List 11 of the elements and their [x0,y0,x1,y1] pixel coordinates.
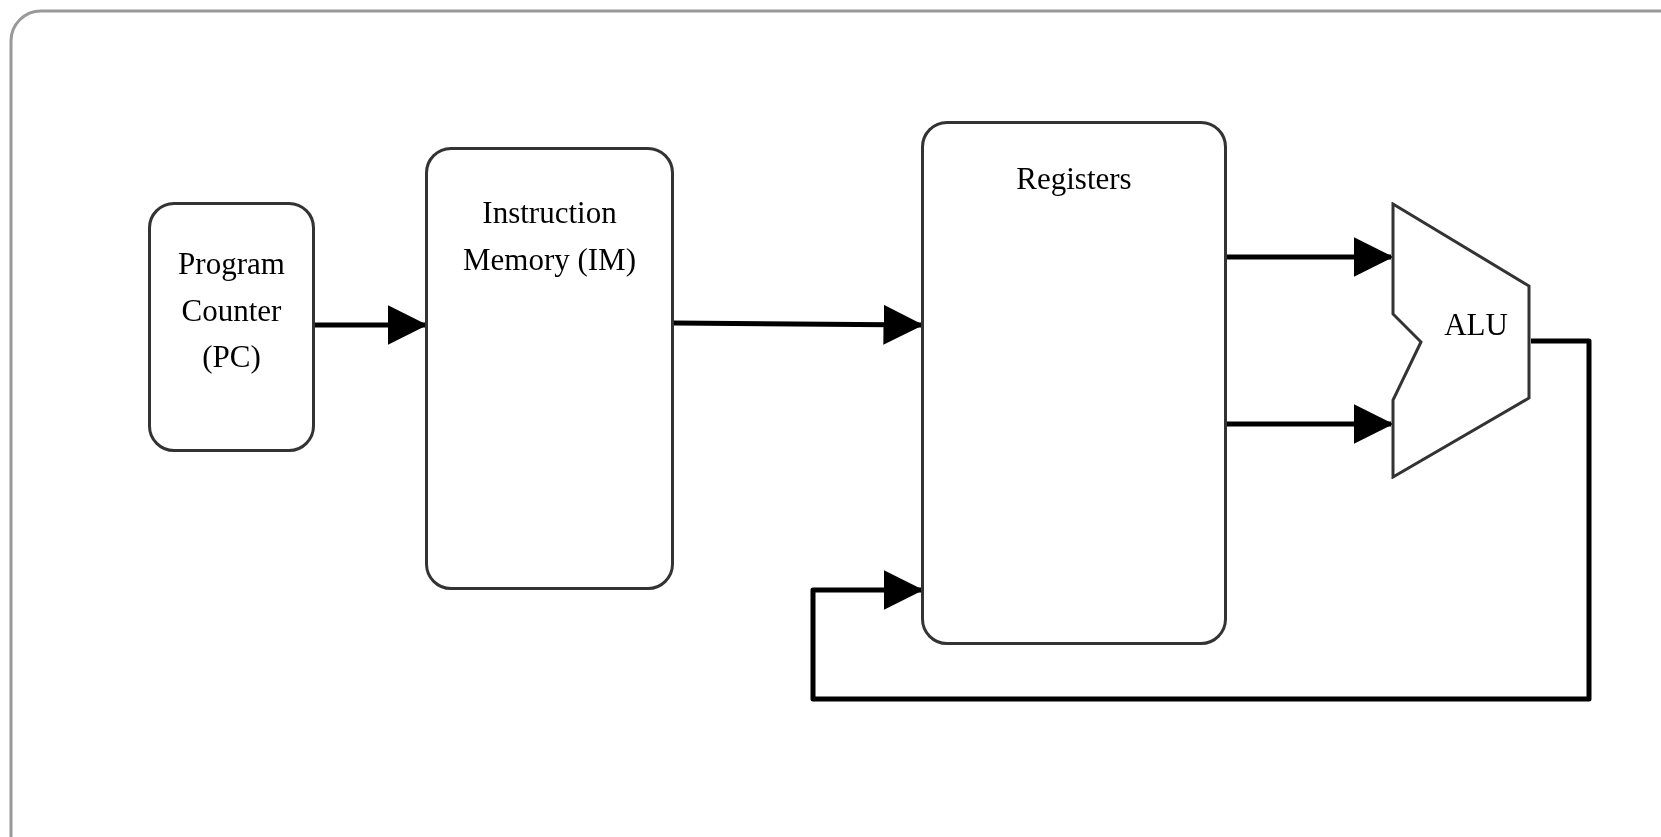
alu-block [1391,202,1531,479]
block-label: ALU [1443,306,1509,344]
counter-block [148,202,315,452]
arrow [1227,237,1394,277]
arrow [810,338,1592,702]
block-label: Registers [1015,160,1133,198]
arrow [1227,404,1394,444]
memory-block [425,147,674,590]
register-block [921,121,1227,645]
block-label: Instruction Memory (IM) [461,194,637,279]
block-label: Program Counter (PC) [177,245,286,376]
